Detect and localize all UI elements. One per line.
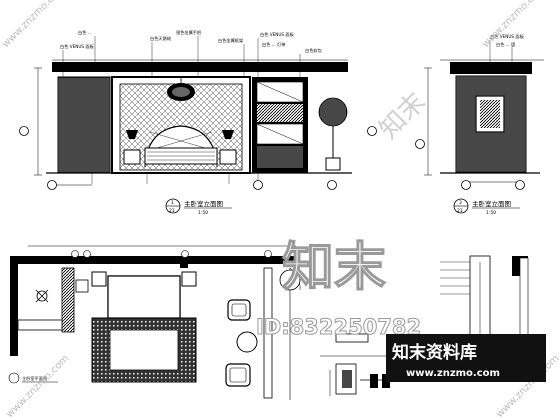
annotation-label: 白色 ... 墙 (496, 41, 515, 48)
elevation-b: 白色 VENUS 面板 白色 ... 墙 3 21 主卧室立面图 1:50 (415, 33, 544, 216)
chandelier-icon (167, 77, 195, 101)
section-marker (415, 139, 525, 190)
section-marker (19, 126, 377, 190)
annotation-leaders (62, 36, 301, 184)
section-details (320, 255, 529, 396)
svg-text:21: 21 (169, 208, 175, 214)
lamp-icon (219, 130, 237, 165)
elevation-title: 主卧室立面图 (472, 199, 511, 208)
floor-plan: 主卧室平面图 (8, 245, 301, 400)
drawing-caption: 1 21 主卧室立面图 1:50 (165, 198, 232, 216)
section-marker (71, 250, 272, 258)
annotation-label: 白色天鹅绒 (150, 35, 172, 42)
brand-watermark: 知末 (282, 238, 386, 298)
plan-title: 主卧室平面图 (22, 375, 47, 382)
annotation-label: 白色 ... (78, 29, 92, 36)
lamp-icon (35, 289, 49, 303)
scale-label: 1:50 (486, 210, 496, 216)
armchair-icon (225, 363, 251, 387)
diagonal-site-watermark: www.znzmo.com (0, 0, 67, 50)
diagonal-brand-watermark: 知末 (374, 87, 432, 145)
drawing-caption: 3 21 主卧室立面图 1:50 (453, 198, 520, 216)
brand-site-text: www.znzmo.com (406, 368, 500, 379)
annotation-label: 白色金属框架 (218, 37, 243, 44)
elevation-a: 白色 VENUS 面板 白色 ... 白色天鹅绒 银色金属手把 白色金属框架 白… (19, 29, 377, 216)
scale-label: 1:50 (198, 210, 208, 216)
brand-logo-text: 知末资料库 (391, 342, 477, 363)
svg-text:1: 1 (171, 200, 174, 206)
annotation-label: 白色 VENUS 面板 (260, 31, 295, 38)
annotation-label: 白色软包 (305, 47, 323, 54)
annotation-label: 银色金属手把 (176, 29, 202, 36)
annotation-label: 白色 VENUS 面板 (490, 33, 525, 40)
annotation-label: 白色 ... 灯带 (262, 41, 285, 48)
diagonal-site-watermark: www.znzmo.com (4, 353, 71, 420)
svg-text:21: 21 (457, 208, 463, 214)
armchair-icon (227, 299, 251, 321)
annotation-label: 白色 VENUS 面板 (60, 43, 95, 50)
potted-plant-icon (318, 97, 348, 171)
svg-text:3: 3 (459, 200, 462, 206)
elevation-title: 主卧室立面图 (184, 199, 223, 208)
lamp-icon (123, 130, 141, 165)
drawing-caption: 主卧室平面图 (8, 372, 58, 384)
